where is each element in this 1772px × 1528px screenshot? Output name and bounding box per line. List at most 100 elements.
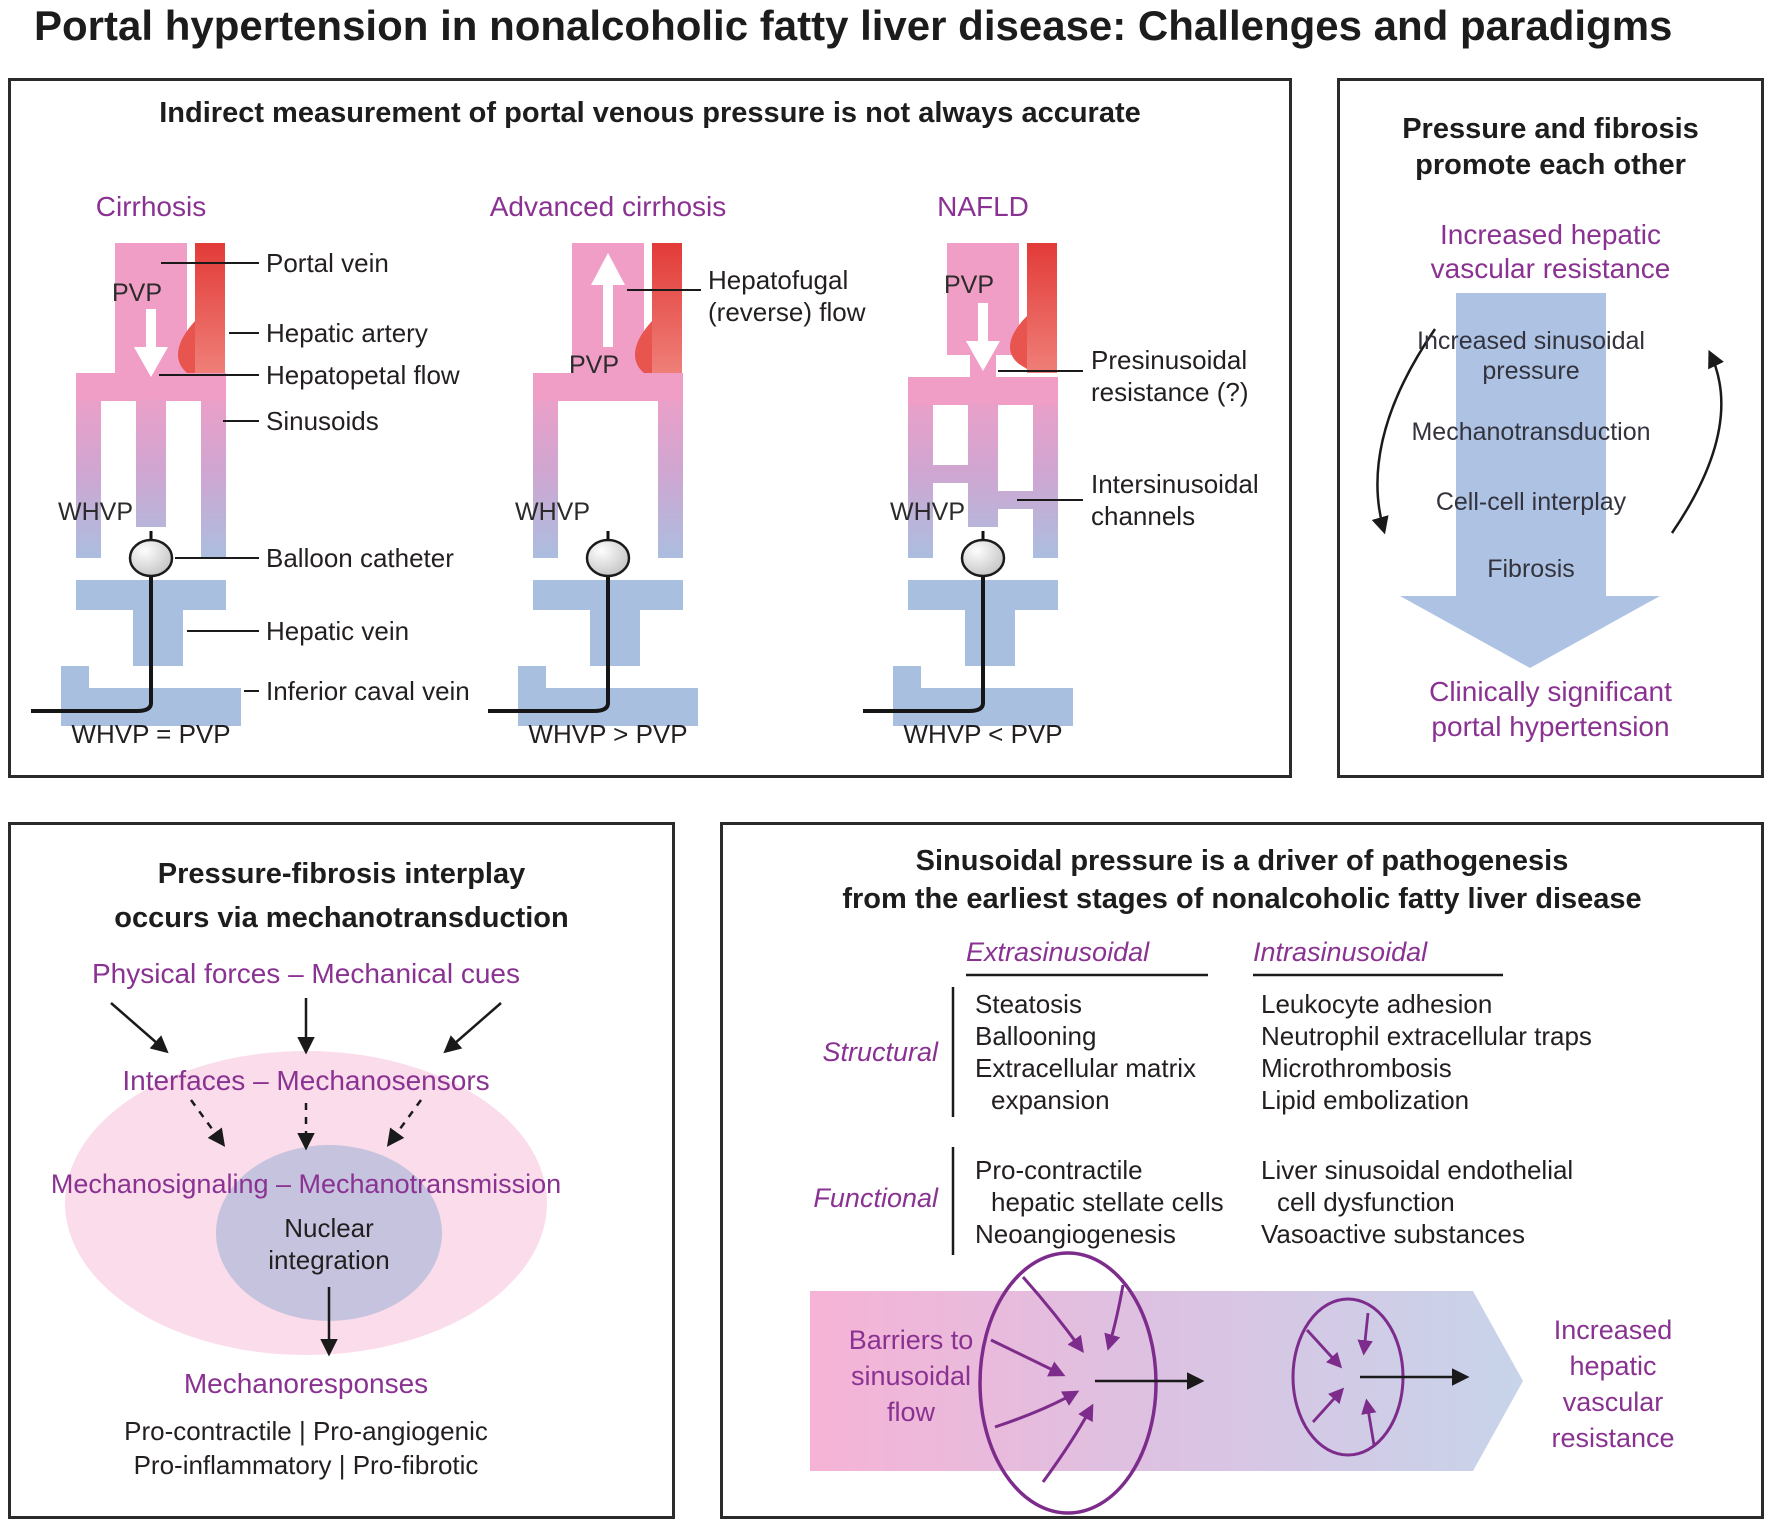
cell-cell-dysfunction: cell dysfunction <box>1277 1187 1455 1217</box>
nafld-leader-lines <box>998 370 1083 501</box>
cell-vasoactive-substances: Vasoactive substances <box>1261 1219 1525 1249</box>
artery-branch-shape <box>177 321 195 378</box>
pvp-label: PVP <box>568 351 620 379</box>
sinusoid-right-wall <box>201 401 226 558</box>
diagram-label-cirrhosis: Cirrhosis <box>95 191 207 222</box>
annotation-hepatic-artery: Hepatic artery <box>266 318 428 348</box>
cycle-step-cell-cell-interplay: Cell-cell interplay <box>1435 488 1627 516</box>
balloon-catheter-shape <box>585 538 631 578</box>
hepatopetal-flow-arrow <box>146 309 156 349</box>
panel-a-heading: Indirect measurement of portal venous pr… <box>159 97 1141 129</box>
cell-pro-contractile: Pro-contractile <box>975 1155 1143 1185</box>
sinusoid-left-wall <box>76 401 101 558</box>
table-rules <box>951 973 1503 1255</box>
page-title: Portal hypertension in nonalcoholic fatt… <box>34 2 1673 49</box>
cycle-step-mechanotransduction: Mechanotransduction <box>1411 418 1651 446</box>
portal-flow-arrowhead <box>966 341 1000 371</box>
small-ellipse-arrows <box>1305 1312 1377 1446</box>
big-down-arrow-head <box>1400 596 1660 668</box>
sinusoid-left-wall <box>908 405 933 558</box>
mechano-graphic <box>65 998 547 1357</box>
sinusoid-top-bar <box>76 373 226 401</box>
artery-branch-shape <box>1009 316 1027 369</box>
annotation-reverse-flow: (reverse) flow <box>708 297 866 327</box>
dashed-sensor-arrows <box>189 1099 423 1151</box>
panel-c-heading-line1: Pressure-fibrosis interplay <box>157 858 526 890</box>
cell-leukocyte-adhesion: Leukocyte adhesion <box>1261 989 1493 1019</box>
nafld-diagram <box>863 243 1083 726</box>
panel-d-heading-line2: from the earliest stages of nonalcoholic… <box>842 883 1642 915</box>
panel-sinusoidal-pressure: Sinusoidal pressure is a driver of patho… <box>720 822 1764 1519</box>
whvp-label: WHVP <box>890 498 965 526</box>
panel-d-heading-line1: Sinusoidal pressure is a driver of patho… <box>915 845 1569 877</box>
annotation-hepatopetal-flow: Hepatopetal flow <box>266 360 460 390</box>
cell-extracellular-matrix: Extracellular matrix <box>975 1053 1197 1083</box>
sinusoidal-graphic <box>810 973 1523 1515</box>
panel-indirect-measurement: Indirect measurement of portal venous pr… <box>8 78 1292 778</box>
increased-line2: hepatic <box>1569 1351 1657 1381</box>
advanced-cirrhosis-diagram <box>488 243 701 726</box>
caption-whvp-eq-pvp: WHVP = PVP <box>71 719 231 749</box>
panel-mechanotransduction: Pressure-fibrosis interplay occurs via m… <box>8 822 675 1519</box>
cycle-step-increased-sinusoidal: Increased sinusoidal <box>1417 327 1645 355</box>
nuclear-label-line1: Nuclear <box>284 1213 374 1243</box>
intersinusoidal-channel-right <box>998 491 1033 509</box>
cycle-bottom-line2: portal hypertension <box>1431 711 1670 742</box>
sinusoid-top-bar <box>908 377 1058 405</box>
sinusoid-right-wall <box>1033 405 1058 558</box>
cycle-bottom-line1: Clinically significant <box>1429 676 1672 707</box>
pvp-label: PVP <box>111 279 163 307</box>
col-header-intrasinusoidal: Intrasinusoidal <box>1253 937 1428 967</box>
interfaces-label: Interfaces – Mechanosensors <box>122 1065 490 1096</box>
cell-neoangiogenesis: Neoangiogenesis <box>975 1219 1176 1249</box>
barriers-line3: flow <box>886 1397 935 1427</box>
hepatic-artery-shape <box>652 243 682 378</box>
hepatic-artery-shape <box>1027 243 1057 373</box>
syringe-diagrams-graphic <box>31 243 1083 726</box>
annotation-presinusoidal: Presinusoidal <box>1091 345 1248 375</box>
portal-flow-arrow <box>978 303 988 343</box>
increased-line4: resistance <box>1551 1423 1675 1453</box>
cirrhosis-diagram <box>31 243 259 726</box>
caption-whvp-lt-pvp: WHVP < PVP <box>903 719 1063 749</box>
increased-line1: Increased <box>1553 1315 1673 1345</box>
hepatic-vein-shape <box>133 610 183 666</box>
annotation-portal-vein: Portal vein <box>266 248 389 278</box>
annotation-channels: channels <box>1091 501 1196 531</box>
nuclear-label-line2: integration <box>268 1245 390 1275</box>
annotation-balloon-catheter: Balloon catheter <box>266 543 454 573</box>
cycle-top-line2: vascular resistance <box>1430 253 1671 284</box>
sinusoid-left-wall <box>533 401 558 558</box>
diagram-label-advanced-cirrhosis: Advanced cirrhosis <box>489 191 727 222</box>
barriers-line2: sinusoidal <box>850 1361 972 1391</box>
caval-shoulder-shape <box>518 666 546 688</box>
sinusoid-middle-channel <box>136 399 166 527</box>
hepatic-vein-shape <box>965 610 1015 666</box>
hepatopetal-flow-arrowhead <box>134 347 168 377</box>
panel-c-heading-line2: occurs via mechanotransduction <box>114 902 569 934</box>
panel-b-heading-line2: promote each other <box>1415 149 1686 181</box>
sinusoid-middle-channel <box>968 403 998 527</box>
cirrhosis-leader-lines <box>159 262 259 692</box>
cycle-step-fibrosis: Fibrosis <box>1487 555 1575 583</box>
pvp-label: PVP <box>943 271 995 299</box>
mechanosignaling-label: Mechanosignaling – Mechanotransmission <box>50 1169 562 1199</box>
caval-shoulder-shape <box>61 666 89 688</box>
cell-liver-sinusoidal-endothelial: Liver sinusoidal endothelial <box>1261 1155 1574 1185</box>
big-down-arrow-body <box>1456 293 1606 596</box>
hepatofugal-flow-arrowhead <box>591 253 625 285</box>
catheter-line <box>488 576 610 713</box>
annotation-sinusoids: Sinusoids <box>266 406 379 436</box>
flow-arrows <box>1095 1368 1470 1390</box>
hepatofugal-flow-arrow <box>603 285 613 347</box>
mechanoresponses-label: Mechanoresponses <box>183 1368 429 1399</box>
catheter-line <box>863 576 985 713</box>
cell-microthrombosis: Microthrombosis <box>1261 1053 1452 1083</box>
physical-forces-label: Physical forces – Mechanical cues <box>92 958 520 989</box>
artery-branch-shape <box>634 321 652 378</box>
hepatic-vein-shape <box>590 610 640 666</box>
cycle-right-arc-arrow <box>1670 349 1724 534</box>
catheter-line <box>31 576 153 713</box>
row-header-functional: Functional <box>813 1183 938 1213</box>
